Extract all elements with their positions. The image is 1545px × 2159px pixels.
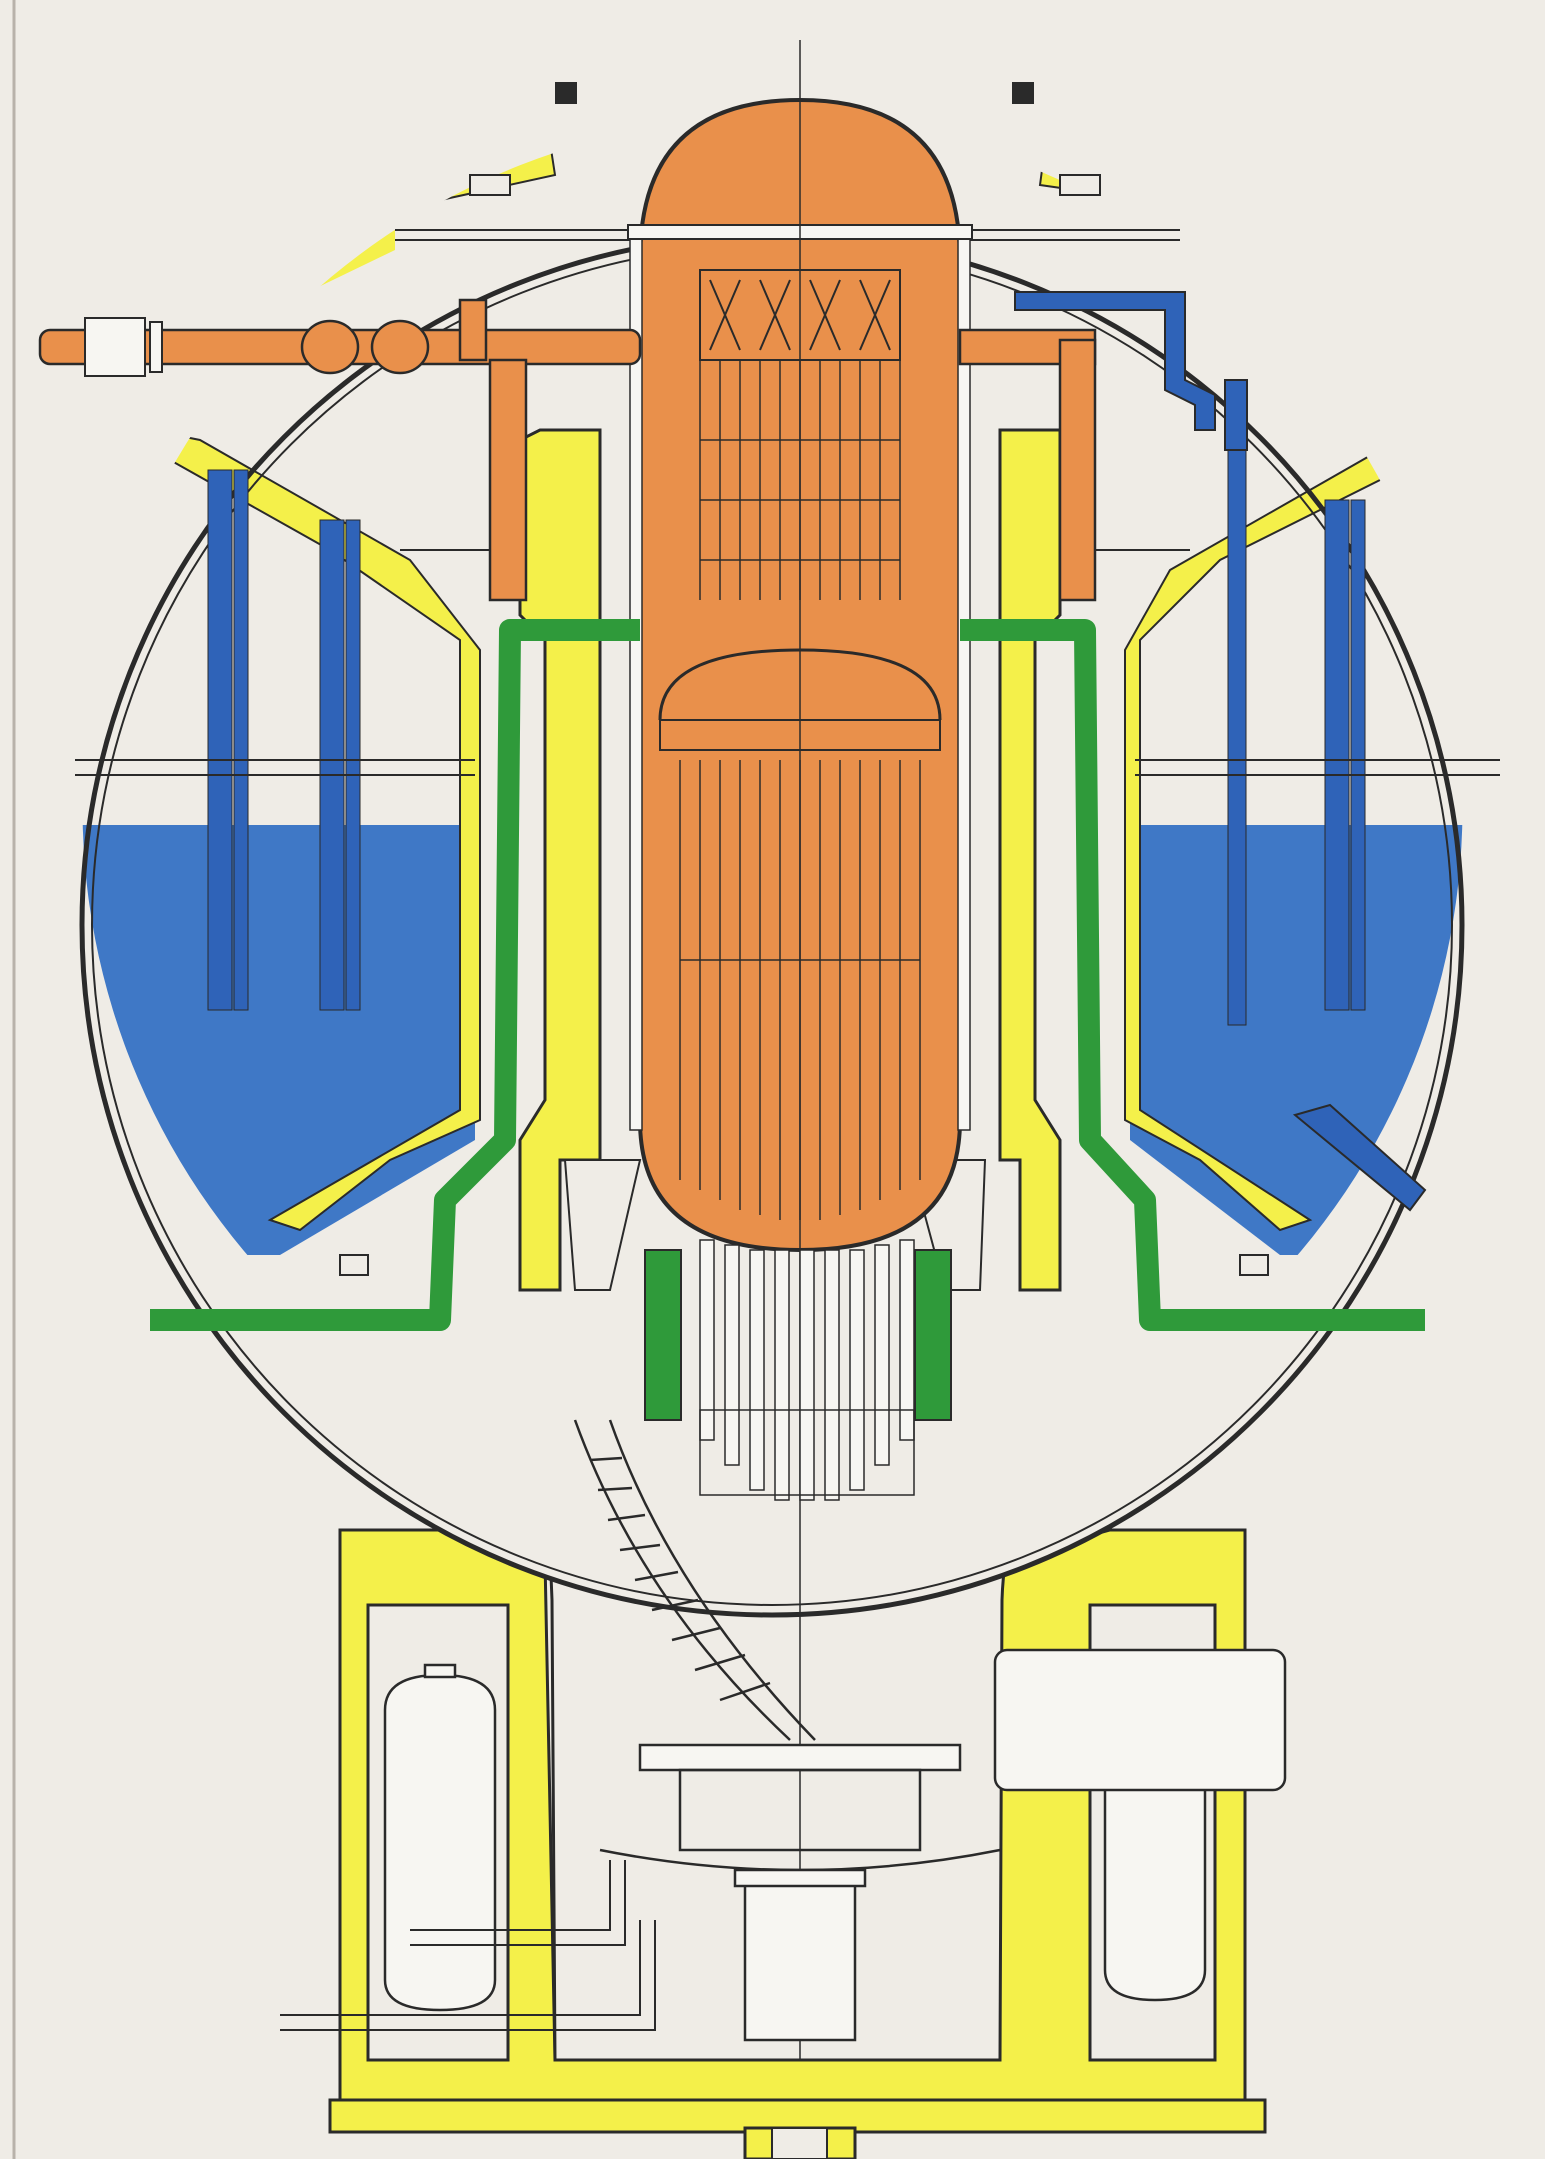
heat-exchanger-right <box>993 1648 1287 1792</box>
support-skirt-left <box>563 1159 642 1291</box>
steam-pipe-flanges <box>84 317 163 377</box>
cooling-loop-right <box>960 619 1425 1331</box>
top-flange-left <box>555 82 577 104</box>
vent-pipes-right <box>1227 439 1366 1026</box>
reactor-vessel <box>627 40 973 2060</box>
foundation-sump-inner <box>771 2127 828 2159</box>
shell-sliver-left <box>190 210 395 345</box>
lower-piping <box>280 1860 656 2031</box>
storage-tank-left <box>383 1663 497 2012</box>
cooling-loop-left <box>150 619 640 1331</box>
core-catcher-chute <box>573 1419 816 1741</box>
wedge-right <box>1124 428 1463 1232</box>
cooling-legs <box>644 1249 952 1421</box>
vent-pipes-left <box>207 469 361 1011</box>
steam-outlet-pipe <box>38 298 1097 602</box>
drive-unit-bottom <box>599 1743 1001 2042</box>
instrument-probe <box>1292 1103 1427 1212</box>
top-flange-right <box>1012 82 1034 104</box>
feedwater-inlet-pipe <box>1014 291 1248 451</box>
control-rod-drives <box>699 1239 915 1501</box>
shell-sliver-right <box>1180 205 1400 360</box>
access-hatches <box>339 174 1269 1276</box>
wedge-left <box>99 418 481 1232</box>
